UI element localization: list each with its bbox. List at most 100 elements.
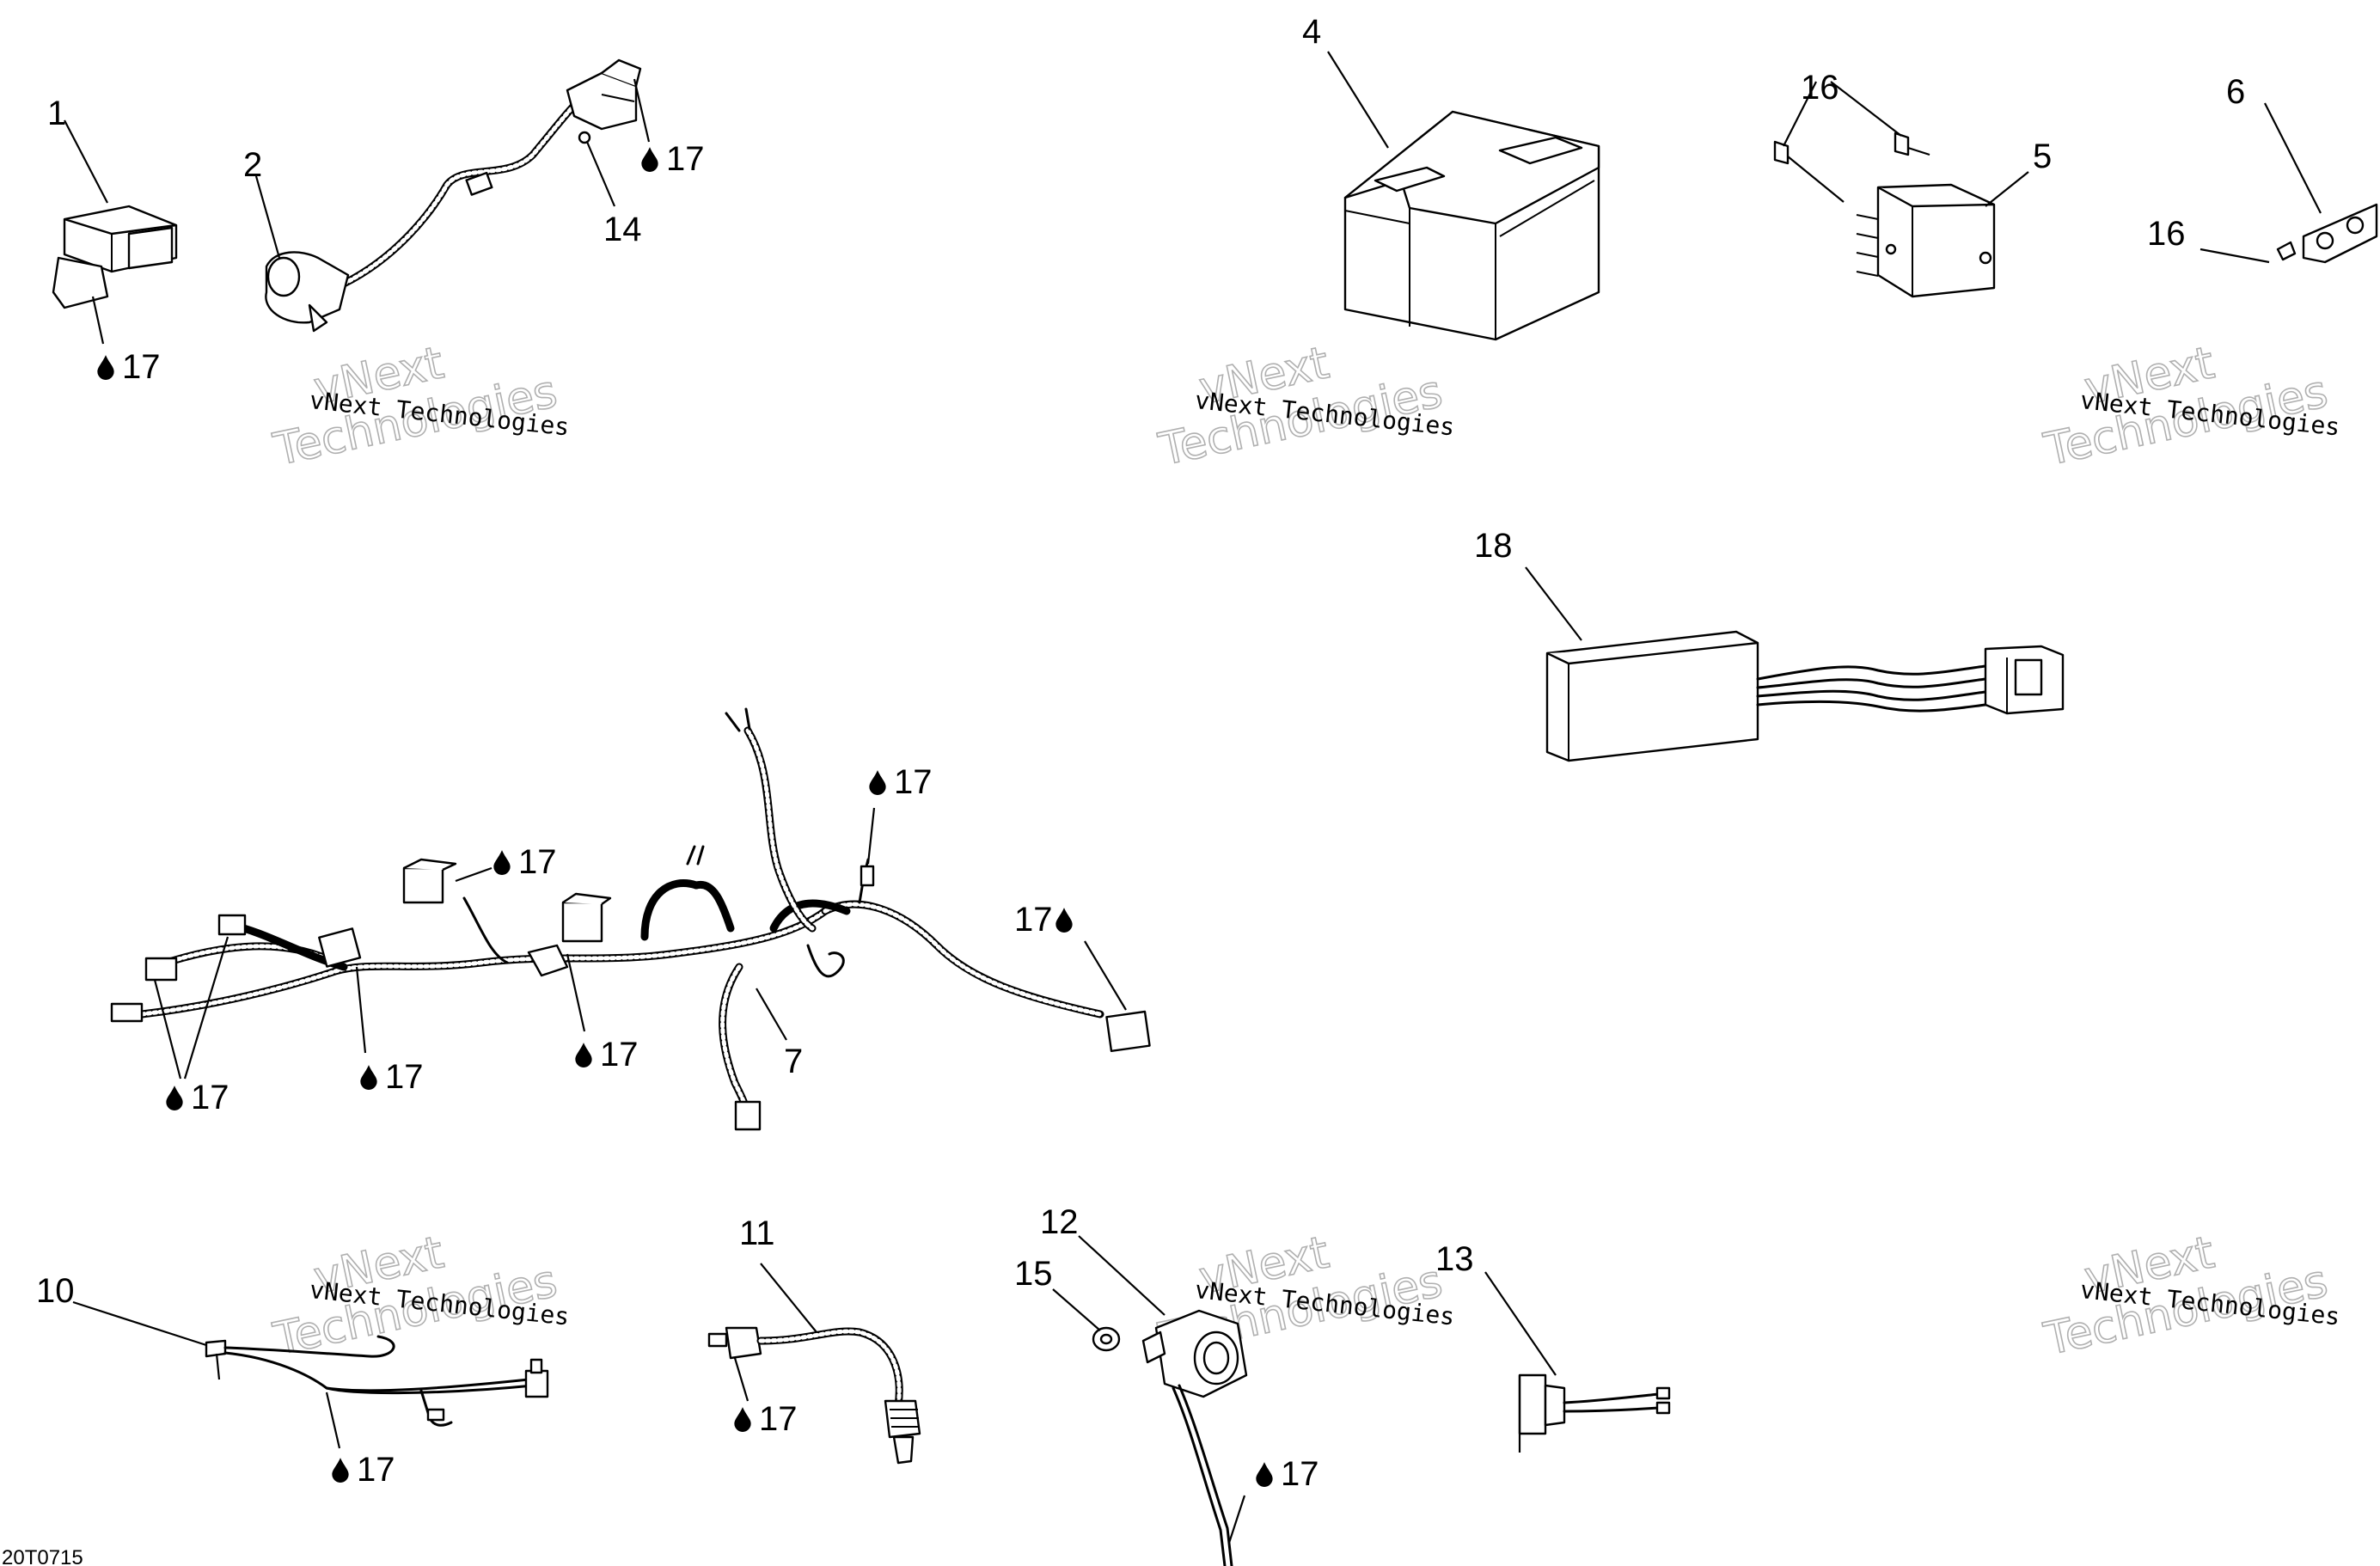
part-7-wiring-harness[interactable]: [110, 707, 1151, 1131]
svg-text:17: 17: [1281, 1455, 1319, 1493]
grease-drop-icon: [869, 770, 886, 795]
grease-drop-icon: [493, 850, 511, 875]
grease-callout-17: 17: [575, 1036, 639, 1074]
leader-17: [91, 296, 105, 345]
grease-drop-icon: [332, 1458, 349, 1483]
grease-callout-17: 17: [360, 1058, 424, 1096]
part-12-switch[interactable]: [1141, 1309, 1248, 1566]
harness-connector[interactable]: [402, 866, 444, 904]
part-18-module[interactable]: [1545, 630, 2065, 762]
grease-drop-icon: [641, 147, 658, 172]
svg-text:17: 17: [518, 843, 557, 881]
grease-callout-17: 17: [332, 1451, 395, 1489]
callout-6: 6: [2226, 73, 2245, 111]
callout-16: 16: [1801, 69, 1839, 107]
part-11-sensor[interactable]: [707, 1326, 921, 1465]
svg-text:17: 17: [759, 1400, 798, 1438]
watermark-group: vNext Technologies vNext Technologies vN…: [268, 337, 2341, 1367]
harness-connector[interactable]: [318, 927, 362, 968]
grease-drop-icon: [1256, 1462, 1273, 1487]
watermark: vNext Technologies vNext Technologies: [2039, 1226, 2341, 1367]
svg-text:17: 17: [1014, 901, 1053, 939]
grease-callout-17: 17: [166, 1079, 229, 1116]
leader-6: [2264, 102, 2322, 214]
callout-18: 18: [1474, 527, 1513, 565]
leader-14: [585, 141, 616, 207]
part-5-voltage-regulator[interactable]: [1856, 183, 1996, 298]
harness-connector[interactable]: [217, 914, 247, 936]
grease-drop-icon: [360, 1065, 377, 1090]
leader-7: [756, 988, 787, 1041]
leader-1: [64, 119, 108, 204]
harness-connector[interactable]: [527, 944, 569, 977]
part-6-bracket[interactable]: [2276, 203, 2378, 264]
grease-drop-icon: [97, 355, 114, 380]
svg-text:17: 17: [385, 1058, 424, 1096]
leader-17: [455, 866, 493, 883]
harness-connector[interactable]: [110, 1002, 144, 1023]
leader-13: [1484, 1271, 1557, 1376]
grease-callout-17: 17: [641, 140, 705, 178]
svg-text:17: 17: [666, 140, 705, 178]
harness-connector[interactable]: [1105, 1010, 1151, 1053]
part-10-sub-harness[interactable]: [205, 1335, 549, 1427]
part-4-battery[interactable]: [1343, 110, 1600, 341]
part-2-ignition-wire[interactable]: [265, 58, 642, 333]
grease-drop-icon: [166, 1086, 183, 1110]
diagram-code: 20T0715: [2, 1546, 83, 1566]
harness-connector[interactable]: [144, 957, 178, 982]
grease-callout-17: 17: [1014, 901, 1073, 939]
callout-2: 2: [243, 146, 262, 184]
watermark: vNext Technologies vNext Technologies: [1153, 337, 1456, 477]
leader-17: [566, 953, 586, 1032]
leader-17: [153, 979, 182, 1080]
leader-18: [1525, 566, 1582, 641]
harness-connector[interactable]: [860, 865, 875, 887]
grease-callout-17: 17: [97, 348, 161, 386]
harness-connector[interactable]: [734, 1100, 762, 1131]
watermark: vNext Technologies vNext Technologies: [268, 337, 571, 477]
leader-17: [183, 936, 229, 1080]
leader-12: [1078, 1235, 1166, 1316]
grease-drop-icon: [575, 1043, 592, 1067]
callout-11: 11: [739, 1214, 775, 1252]
callout-7: 7: [784, 1043, 803, 1080]
callout-15: 15: [1014, 1255, 1053, 1293]
callout-5: 5: [2033, 138, 2052, 175]
leader-16: [1830, 81, 1902, 137]
svg-text:17: 17: [122, 348, 161, 386]
leader-17: [1227, 1495, 1246, 1544]
leader-17: [633, 78, 651, 143]
leader-11: [760, 1263, 817, 1333]
grease-callout-17: 17: [869, 763, 933, 801]
leader-16: [2200, 248, 2270, 264]
leader-17: [325, 1392, 341, 1449]
harness-connector[interactable]: [561, 901, 603, 943]
svg-text:17: 17: [357, 1451, 395, 1489]
grease-callout-17: 17: [734, 1400, 798, 1438]
watermark: vNext Technologies vNext Technologies: [268, 1226, 571, 1367]
grease-drop-icon: [734, 1407, 751, 1432]
part-15-nut[interactable]: [1092, 1326, 1121, 1352]
svg-text:17: 17: [600, 1036, 639, 1074]
leader-17: [1084, 940, 1127, 1011]
leader-15: [1052, 1288, 1101, 1331]
callout-4: 4: [1302, 13, 1321, 51]
callout-13: 13: [1435, 1240, 1474, 1278]
callout-14: 14: [603, 211, 642, 248]
part-13-sensor[interactable]: [1518, 1373, 1671, 1453]
watermark: vNext Technologies vNext Technologies: [2039, 337, 2341, 477]
leader-4: [1327, 51, 1389, 149]
leader-2: [254, 175, 281, 259]
bolt-16a[interactable]: [1773, 140, 1845, 203]
callout-16: 16: [2147, 215, 2186, 253]
callout-1: 1: [47, 95, 66, 132]
bolt-16b[interactable]: [1894, 132, 1930, 156]
leader-17: [866, 807, 876, 865]
part-1-relay[interactable]: [52, 205, 178, 309]
svg-text:17: 17: [191, 1079, 229, 1116]
svg-text:17: 17: [894, 763, 933, 801]
grease-drop-icon: [1055, 908, 1073, 933]
grease-callout-17: 17: [493, 843, 557, 881]
